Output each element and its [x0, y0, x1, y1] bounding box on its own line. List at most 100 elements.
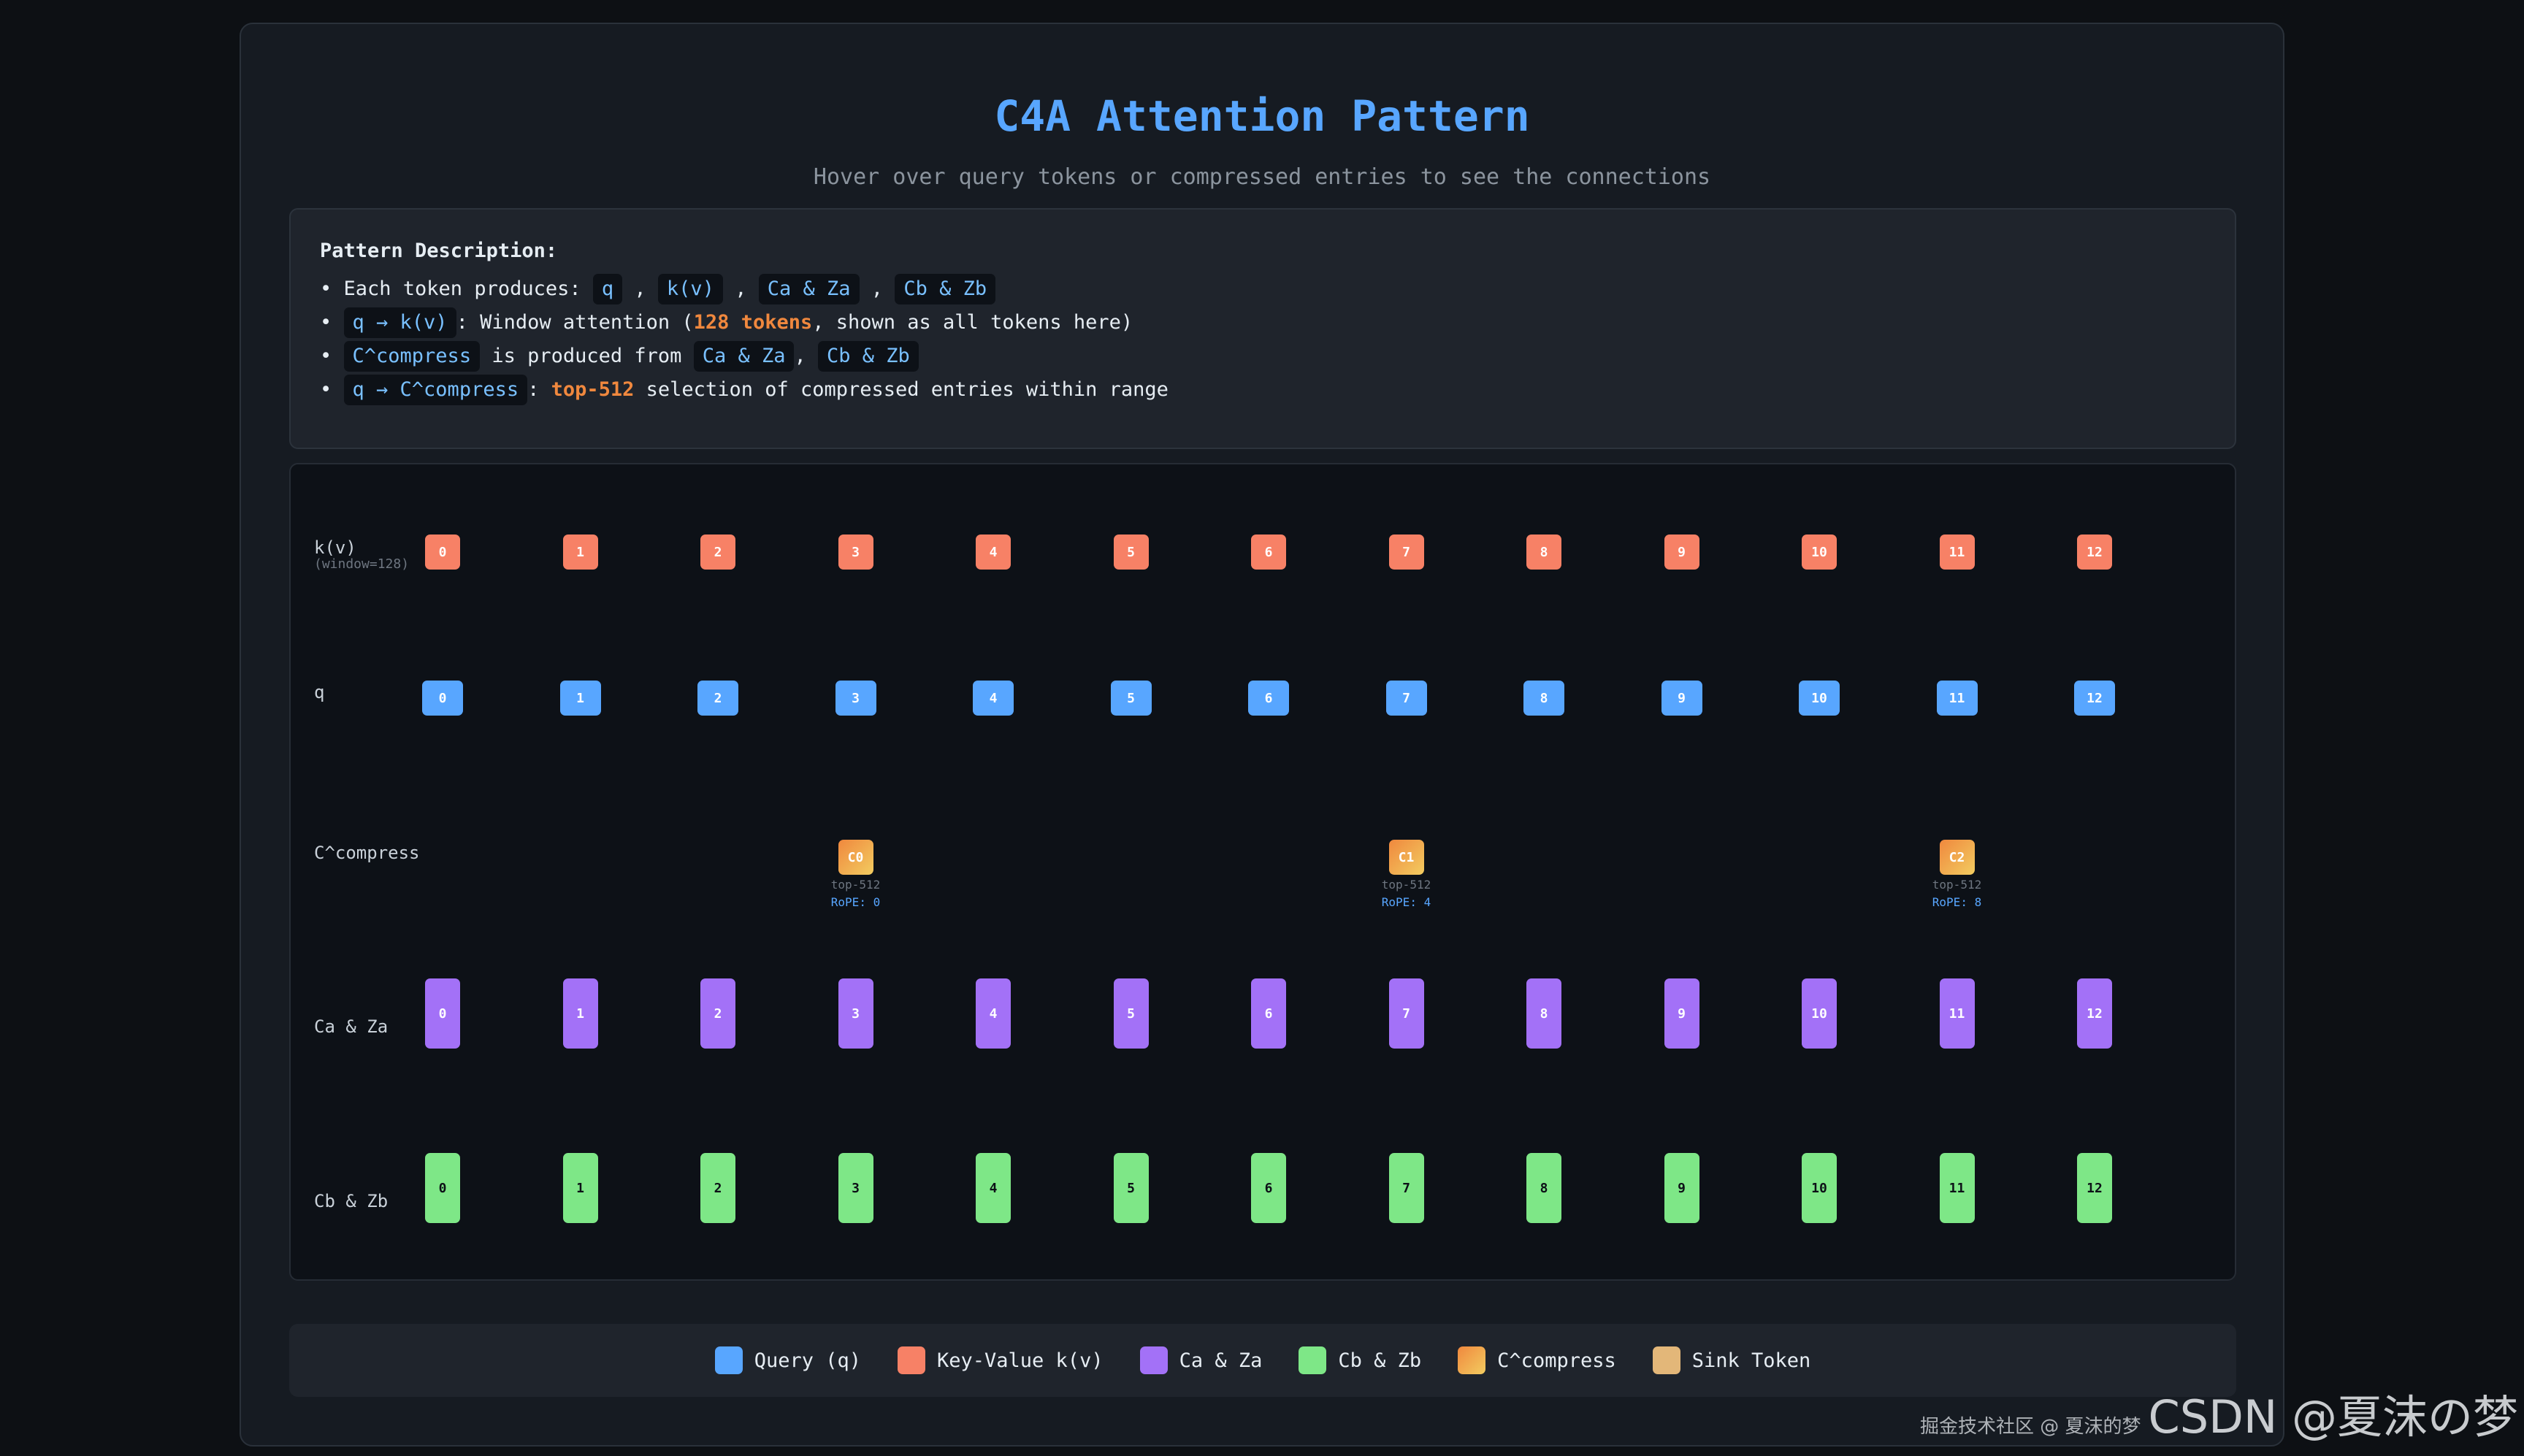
cb-zb-token-11: 11 — [1939, 1153, 1975, 1223]
watermark: 掘金技术社区 @ 夏沫的梦 CSDN @夏沫の梦 — [1920, 1380, 2518, 1446]
legend: Query (q) Key-Value k(v) Ca & Za Cb & Zb C^c… — [289, 1324, 2236, 1397]
row-sublabel-kv: (window=128) — [314, 556, 410, 572]
legend-item-0: Query (q) — [714, 1346, 861, 1374]
compress-rope-0: RoPE: 0 — [830, 895, 881, 909]
watermark-main: CSDN @夏沫の梦 — [2148, 1390, 2518, 1444]
row-label-q: q — [314, 682, 325, 702]
q-token-0[interactable]: 0 — [422, 681, 463, 716]
main-card: C4A Attention Pattern Hover over query t… — [240, 23, 2284, 1447]
legend-item-2: Ca & Za — [1139, 1346, 1263, 1374]
kv-token-12: 12 — [2077, 534, 2112, 570]
legend-label: Ca & Za — [1179, 1349, 1263, 1372]
line2-text2: , shown as all tokens here) — [812, 311, 1133, 334]
ca-za-token-12: 12 — [2077, 978, 2112, 1049]
legend-item-5: Sink Token — [1652, 1346, 1811, 1374]
q-token-12[interactable]: 12 — [2074, 681, 2115, 716]
page-subtitle: Hover over query tokens or compressed en… — [813, 164, 1711, 190]
compress-note-1: top-512 — [1381, 878, 1431, 892]
legend-swatch — [1299, 1346, 1327, 1374]
page-title: C4A Attention Pattern — [994, 91, 1530, 141]
legend-label: Sink Token — [1691, 1349, 1811, 1372]
code-ca-za-2: Ca & Za — [693, 341, 795, 372]
kv-token-3: 3 — [838, 534, 873, 570]
legend-swatch — [1458, 1346, 1486, 1374]
compress-entry-c1[interactable]: C1 — [1388, 840, 1424, 875]
ca-za-token-2: 2 — [700, 978, 735, 1049]
ca-za-token-11: 11 — [1939, 978, 1975, 1049]
kv-token-9: 9 — [1664, 534, 1699, 570]
kv-token-5: 5 — [1113, 534, 1149, 570]
row-label-ca-za: Ca & Za — [314, 1016, 389, 1037]
q-token-3[interactable]: 3 — [835, 681, 876, 716]
q-token-2[interactable]: 2 — [697, 681, 738, 716]
q-token-4[interactable]: 4 — [973, 681, 1014, 716]
ca-za-token-9: 9 — [1664, 978, 1699, 1049]
kv-token-7: 7 — [1388, 534, 1424, 570]
line3-sep: , — [794, 345, 806, 367]
legend-swatch — [1139, 1346, 1168, 1374]
line3-text1: is produced from — [480, 345, 694, 367]
ca-za-token-7: 7 — [1388, 978, 1424, 1049]
ca-za-token-1: 1 — [562, 978, 598, 1049]
line1-prefix: • Each token produces: — [320, 277, 593, 300]
q-token-1[interactable]: 1 — [559, 681, 601, 716]
compress-rope-1: RoPE: 4 — [1381, 895, 1431, 909]
legend-label: Key-Value k(v) — [937, 1349, 1104, 1372]
q-token-11[interactable]: 11 — [1936, 681, 1978, 716]
code-cb-zb-2: Cb & Zb — [818, 341, 919, 372]
cb-zb-token-9: 9 — [1664, 1153, 1699, 1223]
description-line-3: • C^compress is produced from Ca & Za, C… — [320, 340, 2206, 373]
description-line-2: • q → k(v): Window attention (128 tokens… — [320, 306, 2206, 340]
description-line-1: • Each token produces: q , k(v) , Ca & Z… — [320, 272, 2206, 306]
description-line-4: • q → C^compress: top-512 selection of c… — [320, 373, 2206, 407]
row-label-kv: k(v) — [314, 537, 356, 558]
compress-entry-c2[interactable]: C2 — [1939, 840, 1975, 875]
compress-entry-c0[interactable]: C0 — [838, 840, 873, 875]
pattern-description: Pattern Description: • Each token produc… — [289, 208, 2236, 449]
kv-token-2: 2 — [700, 534, 735, 570]
kv-token-0: 0 — [425, 534, 460, 570]
legend-item-4: C^compress — [1458, 1346, 1616, 1374]
q-token-6[interactable]: 6 — [1248, 681, 1289, 716]
row-label-cb-zb: Cb & Zb — [314, 1191, 389, 1211]
cb-zb-token-3: 3 — [838, 1153, 873, 1223]
cb-zb-token-7: 7 — [1388, 1153, 1424, 1223]
line2-text1: : Window attention ( — [456, 311, 694, 334]
cb-zb-token-0: 0 — [425, 1153, 460, 1223]
cb-zb-token-6: 6 — [1251, 1153, 1286, 1223]
line4-highlight: top-512 — [551, 378, 635, 401]
legend-swatch — [714, 1346, 743, 1374]
kv-token-1: 1 — [562, 534, 598, 570]
q-token-5[interactable]: 5 — [1110, 681, 1152, 716]
ca-za-token-4: 4 — [976, 978, 1011, 1049]
attention-diagram: k(v) (window=128) q C^compress Ca & Za C… — [289, 463, 2236, 1281]
ca-za-token-6: 6 — [1251, 978, 1286, 1049]
code-kv: k(v) — [657, 274, 723, 304]
q-token-8[interactable]: 8 — [1523, 681, 1564, 716]
q-token-9[interactable]: 9 — [1661, 681, 1702, 716]
legend-item-1: Key-Value k(v) — [898, 1346, 1104, 1374]
cb-zb-token-1: 1 — [562, 1153, 598, 1223]
cb-zb-token-5: 5 — [1113, 1153, 1149, 1223]
line2-highlight: 128 tokens — [693, 311, 813, 334]
compress-note-2: top-512 — [1932, 878, 1982, 892]
description-heading: Pattern Description: — [320, 240, 558, 262]
kv-token-6: 6 — [1251, 534, 1286, 570]
legend-item-3: Cb & Zb — [1299, 1346, 1421, 1374]
q-token-7[interactable]: 7 — [1385, 681, 1427, 716]
line4-text2: selection of compressed entries within r… — [634, 378, 1169, 401]
code-q-compress: q → C^compress — [343, 375, 528, 405]
compress-note-0: top-512 — [830, 878, 881, 892]
ca-za-token-8: 8 — [1526, 978, 1561, 1049]
legend-label: C^compress — [1497, 1349, 1616, 1372]
watermark-small: 掘金技术社区 @ 夏沫的梦 — [1919, 1416, 2141, 1438]
ca-za-token-0: 0 — [425, 978, 460, 1049]
legend-swatch — [898, 1346, 925, 1374]
kv-token-4: 4 — [976, 534, 1011, 570]
q-token-10[interactable]: 10 — [1799, 681, 1840, 716]
legend-swatch — [1652, 1346, 1680, 1374]
cb-zb-token-4: 4 — [976, 1153, 1011, 1223]
kv-token-8: 8 — [1526, 534, 1561, 570]
kv-token-11: 11 — [1939, 534, 1975, 570]
line4-text1: : — [527, 378, 551, 401]
